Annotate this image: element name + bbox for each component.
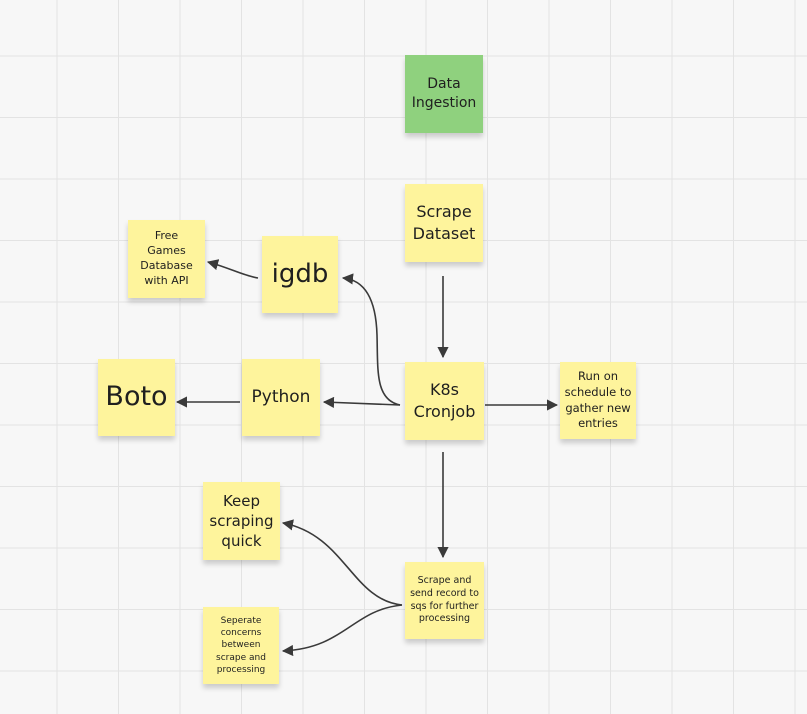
- sticky-python[interactable]: Python: [242, 359, 320, 436]
- sticky-scrape-and-send[interactable]: Scrape and send record to sqs for furthe…: [405, 562, 484, 639]
- sticky-k8s-cronjob[interactable]: K8s Cronjob: [405, 362, 484, 440]
- arrow-igdb-to-freegames: [206, 259, 259, 279]
- arrow-cronjob-to-python: [322, 396, 401, 408]
- sticky-run-on-schedule[interactable]: Run on schedule to gather new entries: [560, 362, 636, 439]
- sticky-igdb[interactable]: igdb: [262, 236, 338, 313]
- sticky-separate-concerns[interactable]: Seperate concerns between scrape and pro…: [203, 607, 279, 684]
- sticky-keep-scraping-quick[interactable]: Keep scraping quick: [203, 482, 280, 560]
- arrow-sqs-to-separate: [281, 604, 403, 657]
- sticky-free-games-database[interactable]: Free Games Database with API: [128, 220, 205, 298]
- arrow-cronjob-to-igdb: [341, 273, 401, 406]
- sticky-scrape-dataset[interactable]: Scrape Dataset: [405, 184, 483, 262]
- sticky-data-ingestion[interactable]: Data Ingestion: [405, 55, 483, 133]
- arrow-sqs-to-keep-quick: [281, 519, 403, 606]
- sticky-boto[interactable]: Boto: [98, 359, 175, 436]
